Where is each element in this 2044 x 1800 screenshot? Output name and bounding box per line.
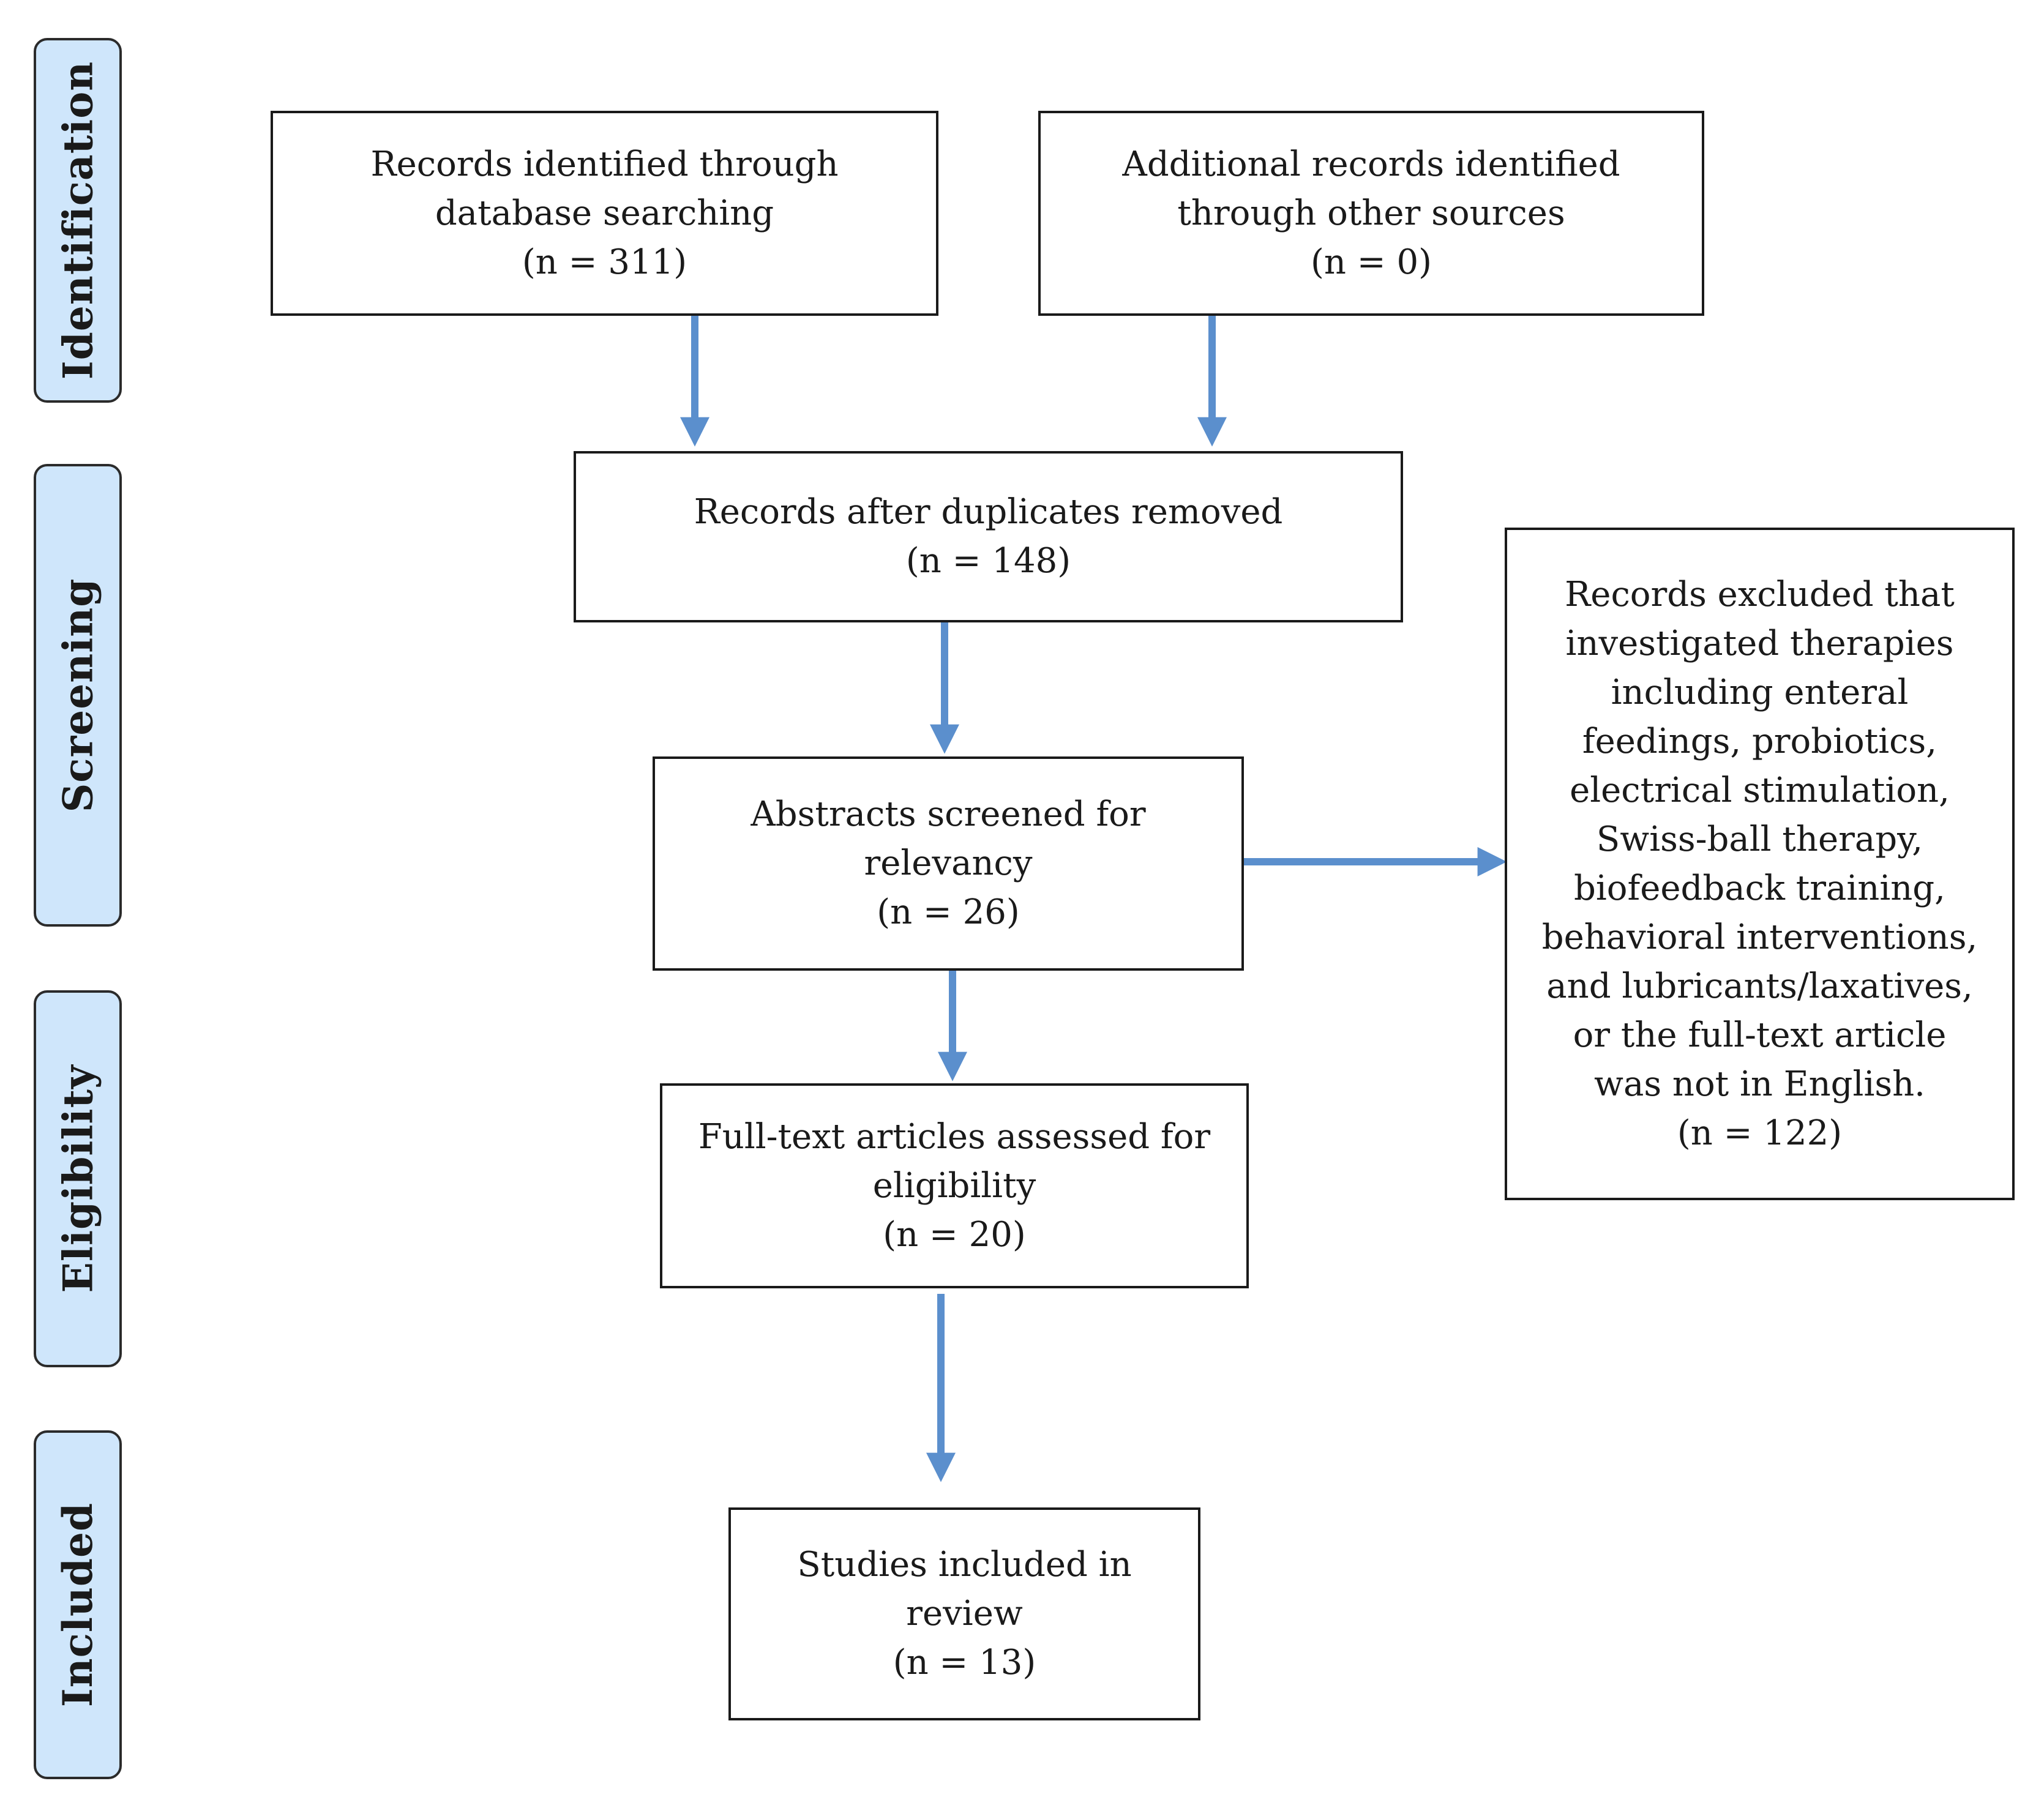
excluded-line-3: including enteral	[1611, 672, 1909, 712]
other-sources-count: (n = 0)	[1311, 242, 1432, 282]
other-sources-line-2: through other sources	[1177, 193, 1565, 233]
records-database-line-1: Records identified through	[370, 144, 839, 184]
studies-included-line-1: Studies included in	[797, 1545, 1132, 1585]
after-duplicates-line-1: Records after duplicates removed	[694, 492, 1283, 532]
full-text-line-1: Full-text articles assessed for	[698, 1116, 1211, 1157]
records-database-count: (n = 311)	[522, 242, 687, 282]
abstracts-screened-line-2: relevancy	[864, 843, 1033, 883]
abstracts-screened-line-1: Abstracts screened for	[751, 794, 1146, 834]
after-duplicates-count: (n = 148)	[905, 541, 1071, 581]
records-database-box: Records identified through database sear…	[271, 111, 938, 316]
phase-identification: Identification	[34, 38, 122, 403]
phase-screening: Screening	[34, 464, 122, 927]
records-excluded-box: Records excluded that investigated thera…	[1505, 528, 2015, 1200]
studies-included-box: Studies included in review (n = 13)	[728, 1507, 1200, 1720]
excluded-line-8: behavioral interventions,	[1541, 917, 1978, 957]
excluded-count: (n = 122)	[1677, 1113, 1843, 1153]
phase-included: Included	[34, 1430, 122, 1779]
full-text-assessed-box: Full-text articles assessed for eligibil…	[660, 1083, 1249, 1288]
full-text-line-2: eligibility	[872, 1165, 1036, 1206]
excluded-line-11: was not in English.	[1594, 1064, 1925, 1104]
abstracts-screened-box: Abstracts screened for relevancy (n = 26…	[653, 756, 1244, 971]
excluded-line-9: and lubricants/laxatives,	[1546, 966, 1973, 1006]
excluded-line-4: feedings, probiotics,	[1582, 721, 1937, 761]
studies-included-line-2: review	[906, 1594, 1023, 1634]
excluded-line-7: biofeedback training,	[1574, 868, 1945, 908]
records-other-sources-box: Additional records identified through ot…	[1038, 111, 1704, 316]
excluded-line-10: or the full-text article	[1573, 1015, 1947, 1055]
records-database-line-2: database searching	[435, 193, 774, 233]
records-after-duplicates-box: Records after duplicates removed (n = 14…	[574, 451, 1403, 622]
excluded-line-2: investigated therapies	[1565, 623, 1954, 663]
excluded-line-6: Swiss-ball therapy,	[1596, 819, 1923, 859]
studies-included-count: (n = 13)	[893, 1643, 1036, 1682]
full-text-count: (n = 20)	[883, 1214, 1026, 1255]
other-sources-line-1: Additional records identified	[1122, 144, 1620, 184]
abstracts-screened-count: (n = 26)	[877, 892, 1020, 932]
phase-eligibility: Eligibility	[34, 990, 122, 1367]
excluded-line-1: Records excluded that	[1565, 574, 1955, 614]
excluded-line-5: electrical stimulation,	[1570, 770, 1950, 810]
